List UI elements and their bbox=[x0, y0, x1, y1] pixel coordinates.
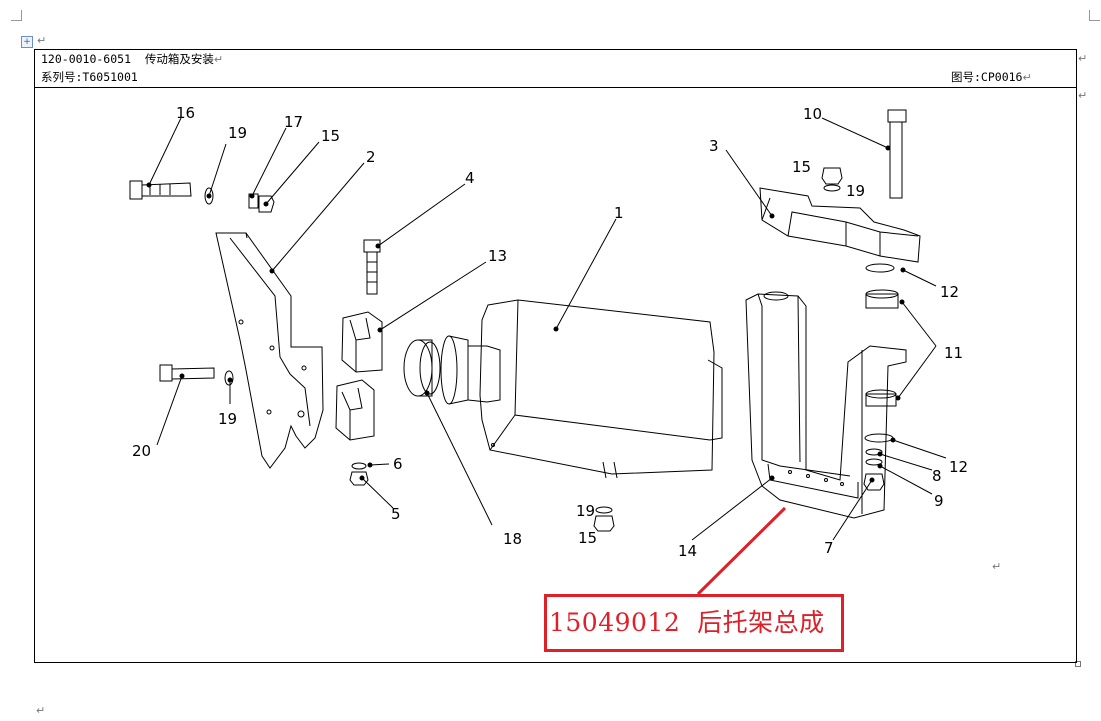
part-label: 8 bbox=[932, 467, 942, 485]
page-corner-mark bbox=[1089, 10, 1100, 21]
bracket-part-2 bbox=[215, 232, 324, 469]
rear-bracket-assembly-14 bbox=[745, 291, 907, 519]
gearbox-part-1 bbox=[440, 299, 723, 479]
part-label: 12 bbox=[940, 283, 959, 301]
callout-arrow bbox=[696, 506, 787, 596]
part-label: 5 bbox=[391, 505, 401, 523]
part-label: 19 bbox=[228, 124, 247, 142]
paragraph-mark-icon: ↵ bbox=[1078, 52, 1088, 65]
part-label: 13 bbox=[488, 247, 507, 265]
callout-label: 15049012 后托架总成 bbox=[549, 603, 825, 639]
header-title-row: 120-0010-6051 传动箱及安装↵ bbox=[41, 52, 224, 66]
table-resize-handle[interactable] bbox=[1075, 661, 1081, 667]
part-label: 4 bbox=[465, 169, 475, 187]
paragraph-mark-icon: ↵ bbox=[37, 34, 47, 47]
callout-part-number: 15049012 bbox=[549, 608, 681, 637]
part-label: 1 bbox=[614, 204, 624, 222]
callout-part-name: 后托架总成 bbox=[697, 608, 825, 637]
paragraph-mark-icon: ↵ bbox=[1078, 89, 1088, 102]
part-label: 6 bbox=[393, 455, 403, 473]
bolt-part-16 bbox=[129, 180, 192, 200]
part-label: 15 bbox=[321, 127, 340, 145]
part-label: 18 bbox=[503, 530, 522, 548]
callout-box bbox=[544, 594, 844, 652]
drawing-frame bbox=[34, 49, 1077, 663]
part-label: 19 bbox=[846, 182, 865, 200]
part-label: 9 bbox=[934, 492, 944, 510]
paragraph-mark-icon: ↵ bbox=[36, 704, 46, 717]
part-label: 16 bbox=[176, 104, 195, 122]
part-label: 17 bbox=[284, 113, 303, 131]
part-code: 120-0010-6051 bbox=[41, 52, 132, 66]
part-label: 3 bbox=[709, 137, 719, 155]
part-label: 7 bbox=[824, 539, 834, 557]
exploded-parts-drawing: 16 19 17 15 2 4 13 1 3 10 15 19 12 11 20… bbox=[129, 104, 968, 596]
part-label: 19 bbox=[218, 410, 237, 428]
part-number-labels: 16 19 17 15 2 4 13 1 3 10 15 19 12 11 20… bbox=[132, 104, 968, 560]
header-divider bbox=[34, 87, 1077, 88]
part-label: 20 bbox=[132, 442, 151, 460]
part-label: 14 bbox=[678, 542, 697, 560]
table-move-handle-icon[interactable]: + bbox=[21, 36, 33, 48]
drawing-number: 图号:CP0016↵ bbox=[951, 70, 1032, 84]
part-label: 15 bbox=[792, 158, 811, 176]
series-number: 系列号:T6051001 bbox=[41, 70, 138, 84]
paragraph-mark-icon: ↵ bbox=[992, 560, 1002, 573]
part-label: 2 bbox=[366, 148, 376, 166]
part-label: 15 bbox=[578, 529, 597, 547]
part-label: 12 bbox=[949, 458, 968, 476]
part-label: 19 bbox=[576, 502, 595, 520]
top-bracket-part-3 bbox=[759, 187, 921, 263]
part-label: 11 bbox=[944, 344, 963, 362]
part-label: 10 bbox=[803, 105, 822, 123]
page-corner-mark bbox=[11, 10, 22, 21]
assembly-title: 传动箱及安装 bbox=[144, 52, 214, 66]
